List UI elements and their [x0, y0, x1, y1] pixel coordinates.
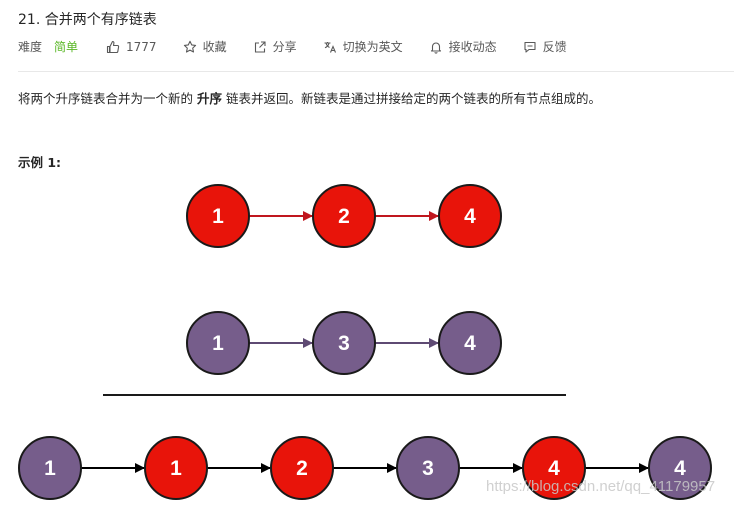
merged-node-value-3: 2 — [296, 457, 308, 480]
header-divider — [18, 71, 734, 72]
share-button[interactable]: 分享 — [253, 38, 297, 55]
switch-language-label: 切换为英文 — [342, 40, 403, 54]
list1-node-circle-1 — [186, 184, 250, 248]
list1-node-3: 4 — [438, 184, 502, 248]
description-keyword: 升序 — [196, 91, 222, 106]
merged-node-circle-2 — [144, 436, 208, 500]
merged-node-value-4: 3 — [422, 457, 434, 480]
difficulty-value: 简单 — [54, 40, 79, 54]
list2-node-2: 3 — [312, 311, 376, 375]
like-button[interactable]: 1777 — [106, 40, 157, 54]
feedback-icon — [524, 41, 536, 53]
merged-node-1: 1 — [18, 436, 82, 500]
problem-title: 21. 合并两个有序链表 — [18, 12, 157, 28]
merged-node-circle-6 — [648, 436, 712, 500]
list2-node-value-3: 4 — [464, 332, 476, 355]
star-icon — [183, 40, 196, 53]
list1-node-value-3: 4 — [464, 205, 476, 228]
description-text-after: 链表并返回。新链表是通过拼接给定的两个链表的所有节点组成的。 — [222, 91, 601, 106]
list2-node-circle-3 — [438, 311, 502, 375]
list1-group: 1 2 4 — [186, 184, 502, 248]
favorite-label: 收藏 — [202, 40, 227, 54]
favorite-button[interactable]: 收藏 — [183, 38, 227, 55]
list1-node-2: 2 — [312, 184, 376, 248]
switch-language-button[interactable]: 切换为英文 — [323, 38, 403, 55]
merged-list-group: 1 1 2 3 4 4 — [18, 436, 712, 500]
feedback-label: 反馈 — [542, 40, 567, 54]
list1-node-circle-3 — [438, 184, 502, 248]
share-icon — [254, 40, 266, 53]
merged-node-value-6: 4 — [674, 457, 686, 480]
example-label: 示例 1: — [18, 155, 62, 170]
list1-node-1: 1 — [186, 184, 250, 248]
share-label: 分享 — [272, 40, 297, 54]
list2-node-circle-2 — [312, 311, 376, 375]
list2-group: 1 3 4 — [186, 311, 502, 375]
merged-node-circle-5 — [522, 436, 586, 500]
list2-node-1: 1 — [186, 311, 250, 375]
merged-node-5: 4 — [522, 436, 586, 500]
merged-node-circle-4 — [396, 436, 460, 500]
difficulty-label: 难度 — [18, 40, 43, 54]
list1-node-value-1: 1 — [212, 205, 224, 228]
merged-node-value-2: 1 — [170, 457, 182, 480]
bell-icon — [430, 41, 441, 54]
merged-node-6: 4 — [648, 436, 712, 500]
list1-node-value-2: 2 — [338, 205, 350, 228]
feedback-button[interactable]: 反馈 — [523, 38, 567, 55]
thumbs-up-icon — [106, 40, 120, 53]
subscribe-button[interactable]: 接收动态 — [429, 38, 497, 55]
merged-node-value-1: 1 — [44, 457, 56, 480]
list2-node-3: 4 — [438, 311, 502, 375]
merged-node-2: 1 — [144, 436, 208, 500]
subscribe-label: 接收动态 — [448, 40, 497, 54]
problem-meta-bar: 难度 简单 1777 收藏 分享 切换为英文 — [18, 38, 593, 55]
merged-node-4: 3 — [396, 436, 460, 500]
like-count: 1777 — [126, 39, 157, 54]
list2-node-value-1: 1 — [212, 332, 224, 355]
merged-node-circle-1 — [18, 436, 82, 500]
description-text-before: 将两个升序链表合并为一个新的 — [18, 91, 197, 106]
merged-node-circle-3 — [270, 436, 334, 500]
merged-node-3: 2 — [270, 436, 334, 500]
list2-node-circle-1 — [186, 311, 250, 375]
list1-node-circle-2 — [312, 184, 376, 248]
list2-node-value-2: 3 — [338, 332, 350, 355]
problem-description: 将两个升序链表合并为一个新的 升序 链表并返回。新链表是通过拼接给定的两个链表的… — [18, 88, 601, 107]
watermark: https://blog.csdn.net/qq_41179957 — [486, 478, 716, 495]
translate-icon — [324, 41, 336, 53]
merged-node-value-5: 4 — [548, 457, 560, 480]
